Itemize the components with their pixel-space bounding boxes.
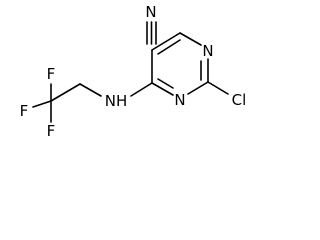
ring-bond-c5-c6-inner xyxy=(157,39,181,55)
atom-label-fluorine-left: F xyxy=(20,102,29,120)
atom-label-nitrile-n: N xyxy=(145,3,156,21)
bond-nh-ch2 xyxy=(79,83,102,97)
atom-label-chlorine: Cl xyxy=(232,91,247,109)
ring-bond-c2-n3 xyxy=(187,81,209,95)
bond-c-f-left xyxy=(32,100,52,108)
atom-labels: N N N Cl NH F F F xyxy=(20,3,247,140)
bond-lines xyxy=(32,21,229,123)
bond-c4-nh xyxy=(130,82,153,97)
atom-label-fluorine-top: F xyxy=(47,65,56,83)
ring-bond-n3-c4 xyxy=(151,82,174,96)
atom-label-ring-n1: N xyxy=(202,42,213,60)
atom-label-ring-n3: N xyxy=(174,91,185,109)
bond-c2-cl xyxy=(207,81,229,95)
atom-label-fluorine-bottom: F xyxy=(47,122,56,140)
ring-bond-c5-c6 xyxy=(151,32,181,51)
bond-ch2-cf3 xyxy=(50,83,81,102)
chemical-structure: N N N Cl NH F F F xyxy=(20,3,247,140)
ring-bond-n3-c4-inner xyxy=(157,78,174,89)
atom-label-amine: NH xyxy=(105,92,128,110)
ring-bond-c6-n1 xyxy=(179,32,202,46)
